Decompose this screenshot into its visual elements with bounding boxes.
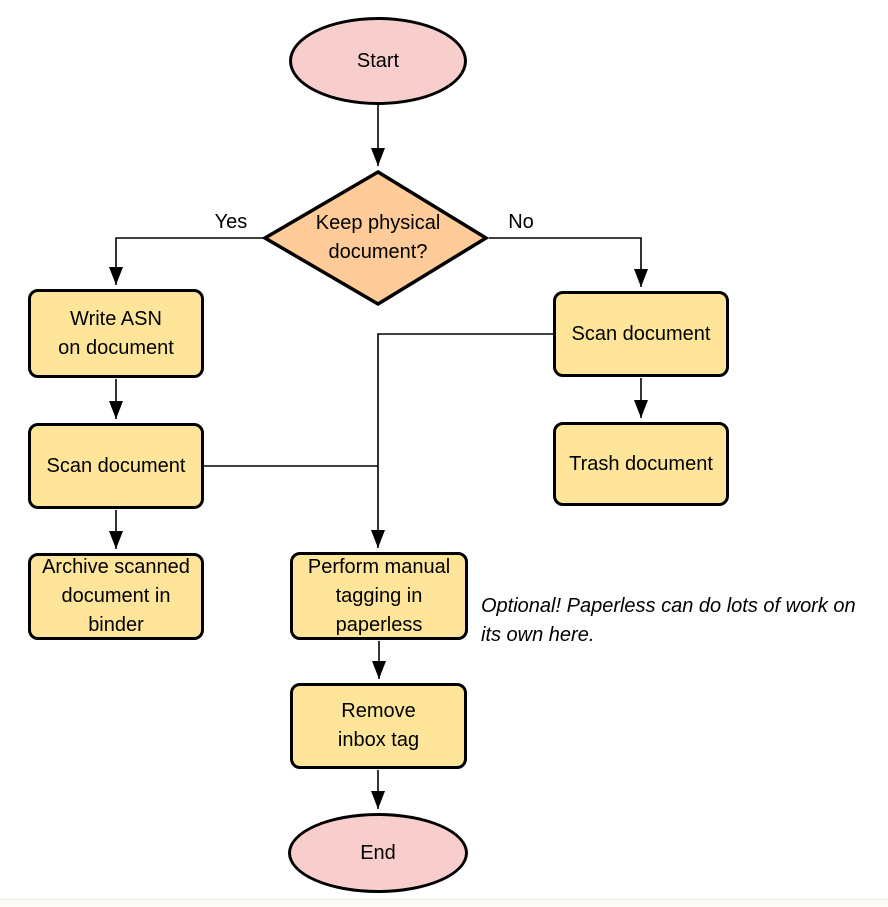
edge-decision-yes-to-write-asn bbox=[109, 237, 264, 285]
edge-label-yes: Yes bbox=[214, 211, 248, 233]
decision-diamond-shape bbox=[261, 169, 490, 307]
edge-label-no: No bbox=[508, 211, 534, 233]
node-decision-keep-physical-document: Keep physical document? bbox=[315, 212, 441, 263]
node-end: End bbox=[288, 813, 468, 893]
node-scan-document-left: Scan document bbox=[28, 423, 204, 509]
node-remove-inbox-tag: Remove inbox tag bbox=[290, 683, 467, 769]
node-perform-manual-tagging: Perform manual tagging in paperless bbox=[290, 552, 468, 640]
node-start: Start bbox=[289, 17, 467, 105]
node-write-asn-on-document: Write ASN on document bbox=[28, 289, 204, 378]
node-trash-document: Trash document bbox=[553, 422, 729, 506]
canvas-bottom-edge bbox=[0, 899, 888, 907]
edge-decision-no-to-scan-right bbox=[489, 237, 648, 287]
annotation-note: Optional! Paperless can do lots of work … bbox=[481, 595, 856, 646]
node-scan-document-right: Scan document bbox=[553, 291, 729, 377]
edge-scan-right-to-tagging bbox=[371, 333, 553, 548]
node-archive-scanned-document: Archive scanned document in binder bbox=[28, 553, 204, 640]
